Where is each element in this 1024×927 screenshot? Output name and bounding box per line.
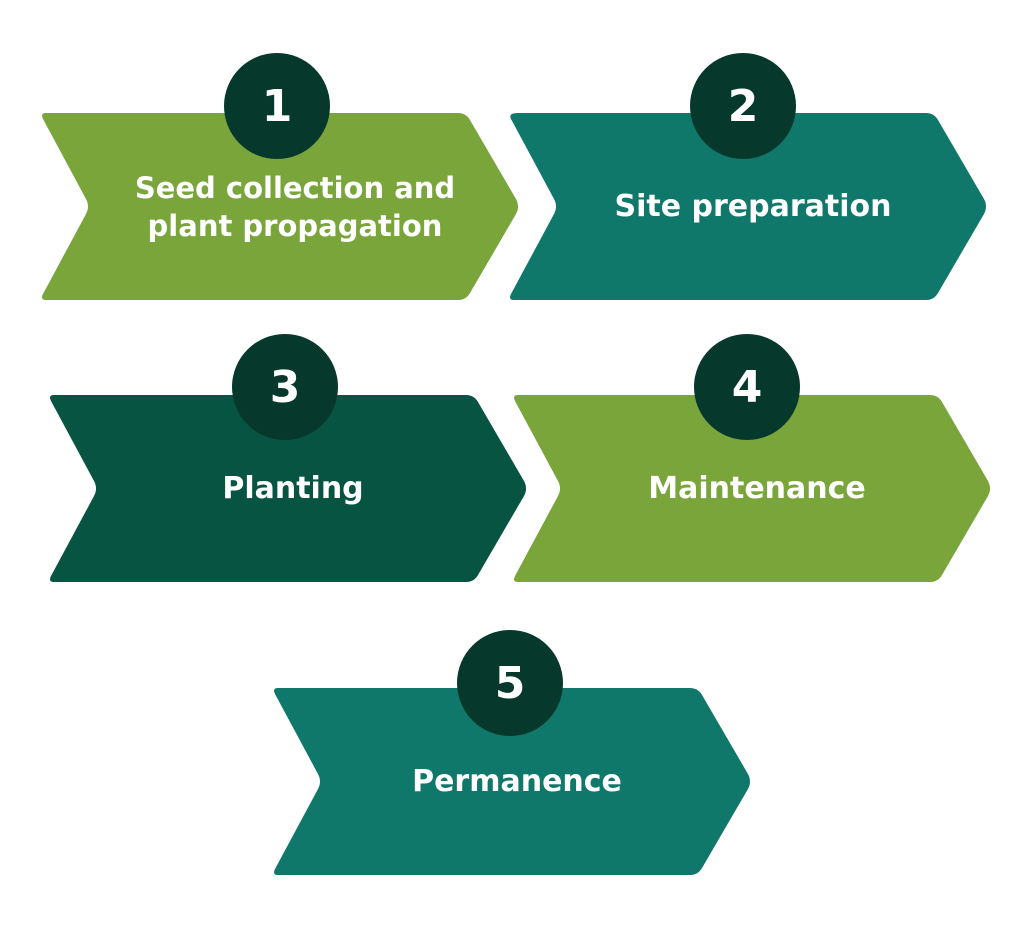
step-5-chevron-shape [274, 688, 750, 875]
step-3-chevron-shape [50, 395, 526, 582]
step-4: Maintenance [512, 395, 992, 582]
step-2-number-badge: 2 [690, 53, 796, 159]
step-4-chevron [514, 395, 990, 582]
step-4-label-line-1: Maintenance [648, 471, 866, 506]
step-2-chevron-shape [510, 113, 986, 300]
step-1: Seed collection and plant propagation [40, 113, 520, 300]
step-2-label: Site preparation [578, 113, 928, 300]
step-1-chevron-shape [42, 113, 518, 300]
step-4-chevron-shape [514, 395, 990, 582]
step-5: Permanence [272, 688, 752, 875]
step-3-chevron [50, 395, 526, 582]
step-5-label: Permanence [342, 688, 692, 875]
step-5-label-line-1: Permanence [412, 764, 622, 799]
step-1-label-line-2: plant propagation [147, 208, 443, 243]
step-2-chevron [510, 113, 986, 300]
step-1-label: Seed collection and plant propagation [110, 113, 480, 300]
step-3-label: Planting [118, 395, 468, 582]
step-3-label-line-1: Planting [222, 471, 364, 506]
step-3-number-badge: 3 [232, 334, 338, 440]
step-4-number-badge: 4 [694, 334, 800, 440]
step-2: Site preparation [508, 113, 988, 300]
step-1-chevron [42, 113, 518, 300]
step-1-number-badge: 1 [224, 53, 330, 159]
step-5-chevron [274, 688, 750, 875]
step-4-label: Maintenance [582, 395, 932, 582]
step-3: Planting [48, 395, 528, 582]
step-5-number-badge: 5 [457, 630, 563, 736]
step-1-label-line-1: Seed collection and [134, 170, 456, 205]
step-2-label-line-1: Site preparation [614, 189, 892, 224]
